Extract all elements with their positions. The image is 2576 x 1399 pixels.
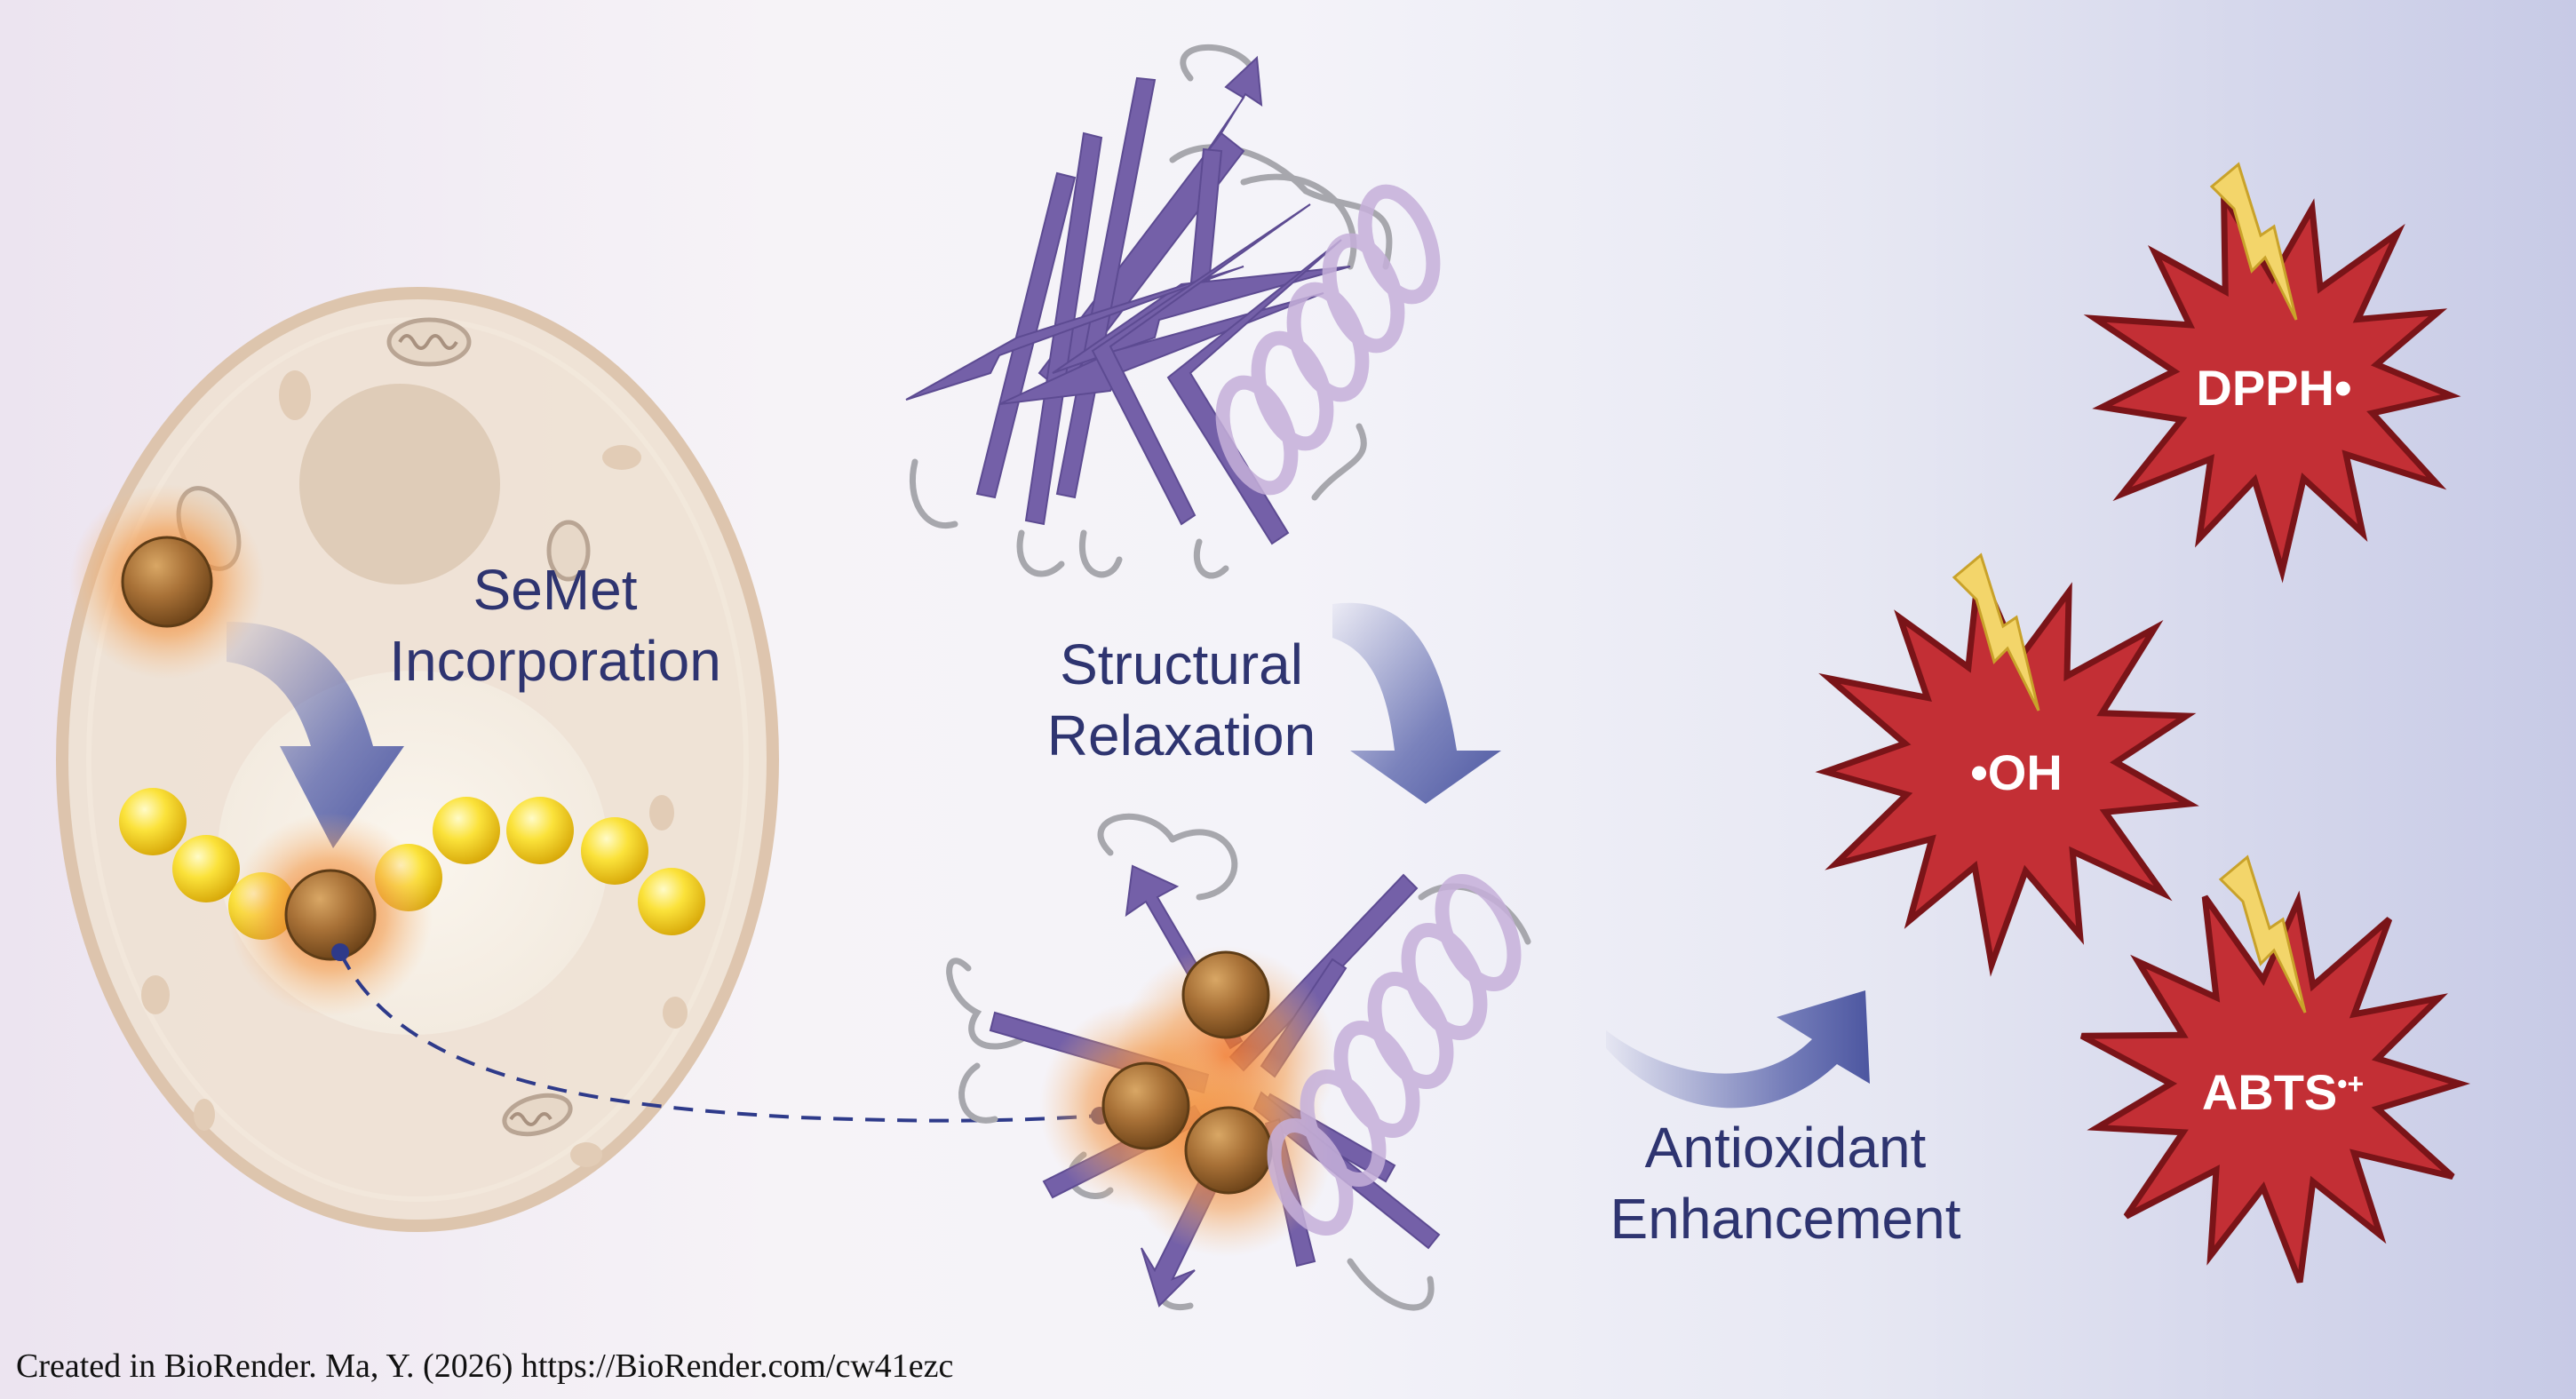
selenomethionine-bead-icon xyxy=(1181,950,1270,1039)
credit-text: Created in BioRender. Ma, Y. (2026) http… xyxy=(16,1347,954,1385)
nucleolus-icon xyxy=(299,384,500,584)
alpha-helix-icon xyxy=(1210,182,1446,497)
selenomethionine-bead-icon xyxy=(284,869,377,961)
peptide-chain xyxy=(119,788,705,1017)
antiox-label-line1: Antioxidant xyxy=(1644,1116,1927,1180)
lightning-icon xyxy=(2209,162,2298,321)
mitochondrion-icon xyxy=(386,317,472,367)
selenomethionine-bead-icon xyxy=(69,484,265,680)
selenomethionine-bead-icon xyxy=(1184,1106,1273,1195)
antioxidant-enhancement-label: Antioxidant Enhancement xyxy=(1590,1112,1981,1254)
radical-burst-icon xyxy=(1815,556,2199,977)
relax-label-line2: Relaxation xyxy=(1046,703,1316,767)
radical-label-abts: ABTS•+ xyxy=(2201,1064,2365,1120)
radical-burst-icon xyxy=(2083,184,2461,584)
semet-label-line2: Incorporation xyxy=(389,629,721,693)
mitochondrion-icon xyxy=(546,520,591,582)
curved-arrow-icon xyxy=(1332,602,1501,804)
radical-burst-icon xyxy=(2079,890,2470,1284)
cell-icon xyxy=(56,287,779,1232)
selenomethionine-bead-icon xyxy=(1101,1061,1190,1150)
semet-incorporation-label: SeMet Incorporation xyxy=(355,554,755,696)
curved-arrow-icon xyxy=(1606,990,1870,1109)
radical-label-dpph: DPPH• xyxy=(2196,360,2352,416)
mitochondrion-icon xyxy=(502,1093,573,1137)
structural-relaxation-label: Structural Relaxation xyxy=(1026,629,1337,771)
semet-label-line1: SeMet xyxy=(473,558,638,622)
protein-structure-icon xyxy=(946,813,1529,1311)
lightning-icon xyxy=(1952,552,2040,711)
antiox-label-line2: Enhancement xyxy=(1610,1187,1961,1251)
curved-arrow-icon xyxy=(227,622,404,848)
radical-label-oh: •OH xyxy=(1970,744,2063,800)
relax-label-line1: Structural xyxy=(1060,632,1303,696)
protein-structure-icon xyxy=(905,44,1446,579)
lightning-icon xyxy=(2218,855,2307,1013)
